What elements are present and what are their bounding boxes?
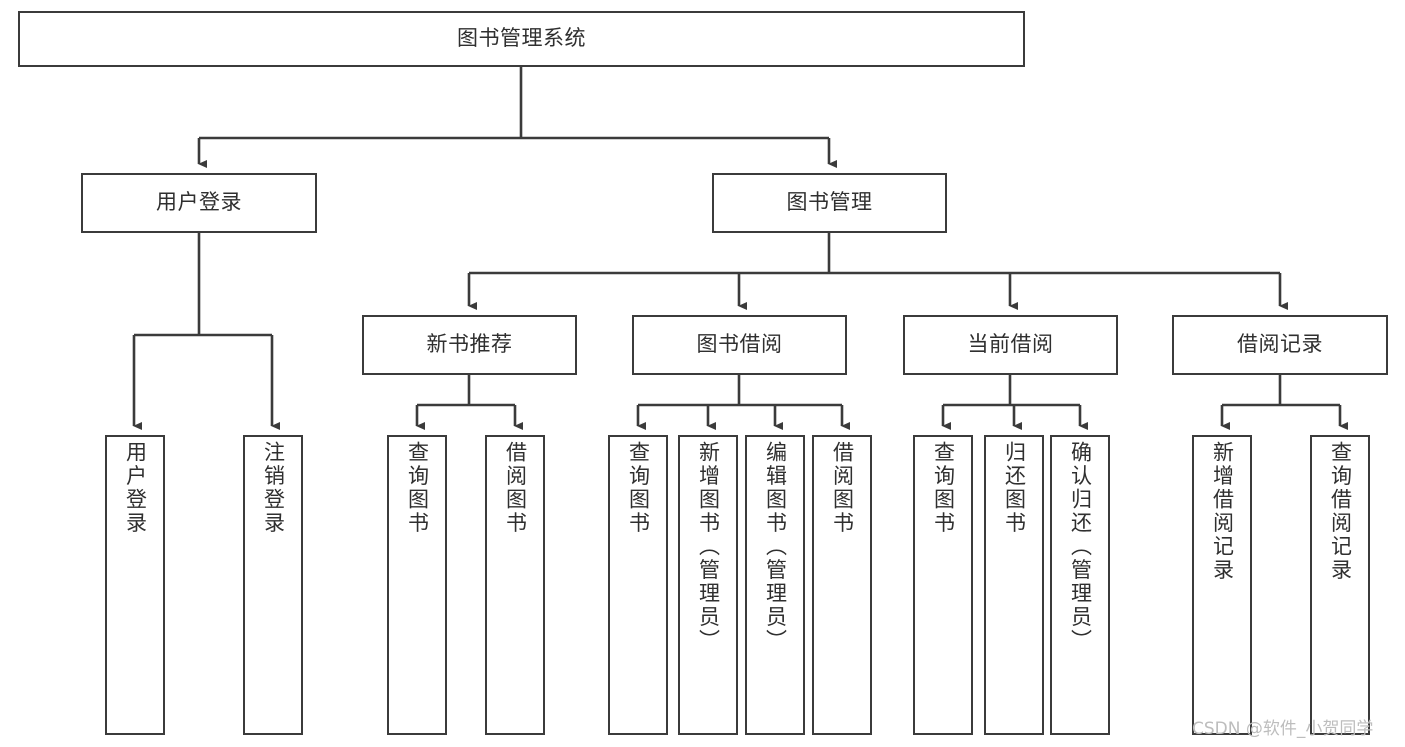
node-label: 注销登录: [261, 441, 286, 535]
node-new-book-recommend[interactable]: 新书推荐: [362, 315, 577, 375]
node-label: 归还图书: [1002, 441, 1027, 535]
node-book-borrow[interactable]: 图书借阅: [632, 315, 847, 375]
node-label: 查询图书: [626, 441, 651, 535]
node-label: 编辑图书（管理员）: [763, 441, 788, 653]
node-label: 图书借阅: [696, 332, 783, 357]
node-label: 用户登录: [156, 190, 242, 215]
node-label: 借阅记录: [1237, 332, 1323, 357]
node-leaf-record-query-record[interactable]: 查询借阅记录: [1310, 435, 1370, 735]
node-label: 新增借阅记录: [1210, 441, 1235, 582]
connector-bookmanage-to-level3: [467, 233, 1288, 310]
node-leaf-borrow-add-book-admin[interactable]: 新增图书（管理员）: [678, 435, 738, 735]
node-book-management[interactable]: 图书管理: [712, 173, 947, 233]
node-current-borrow[interactable]: 当前借阅: [903, 315, 1118, 375]
node-label: 借阅图书: [830, 441, 855, 535]
node-leaf-borrow-borrow-book[interactable]: 借阅图书: [812, 435, 872, 735]
node-leaf-user-logout[interactable]: 注销登录: [243, 435, 303, 735]
node-leaf-current-return-book[interactable]: 归还图书: [984, 435, 1044, 735]
node-label: 图书管理系统: [457, 26, 586, 51]
node-leaf-user-login[interactable]: 用户登录: [105, 435, 165, 735]
node-leaf-recommend-query-book[interactable]: 查询图书: [387, 435, 447, 735]
node-label: 查询借阅记录: [1328, 441, 1353, 582]
node-user-login[interactable]: 用户登录: [81, 173, 317, 233]
node-label: 用户登录: [123, 441, 148, 535]
node-label: 借阅图书: [503, 441, 528, 535]
node-leaf-borrow-edit-book-admin[interactable]: 编辑图书（管理员）: [745, 435, 805, 735]
node-label: 查询图书: [931, 441, 956, 535]
node-leaf-borrow-query-book[interactable]: 查询图书: [608, 435, 668, 735]
node-leaf-current-confirm-return-admin[interactable]: 确认归还（管理员）: [1050, 435, 1110, 735]
node-label: 新增图书（管理员）: [696, 441, 721, 653]
connector-borrowrecord-to-leaves: [1220, 375, 1348, 430]
node-leaf-current-query-book[interactable]: 查询图书: [913, 435, 973, 735]
node-label: 新书推荐: [426, 332, 513, 357]
connector-recommend-to-leaves: [415, 375, 523, 430]
node-label: 当前借阅: [967, 332, 1054, 357]
node-borrow-record[interactable]: 借阅记录: [1172, 315, 1388, 375]
connector-bookborrow-to-leaves: [636, 375, 850, 430]
node-label: 图书管理: [786, 190, 873, 215]
connector-userlogin-to-leaves: [132, 233, 280, 430]
node-label: 确认归还（管理员）: [1068, 441, 1093, 653]
connector-currentborrow-to-leaves: [941, 375, 1088, 430]
connector-root-to-level2: [197, 67, 837, 168]
node-leaf-recommend-borrow-book[interactable]: 借阅图书: [485, 435, 545, 735]
node-root-book-management-system[interactable]: 图书管理系统: [18, 11, 1025, 67]
node-leaf-record-add-record[interactable]: 新增借阅记录: [1192, 435, 1252, 735]
node-label: 查询图书: [405, 441, 430, 535]
